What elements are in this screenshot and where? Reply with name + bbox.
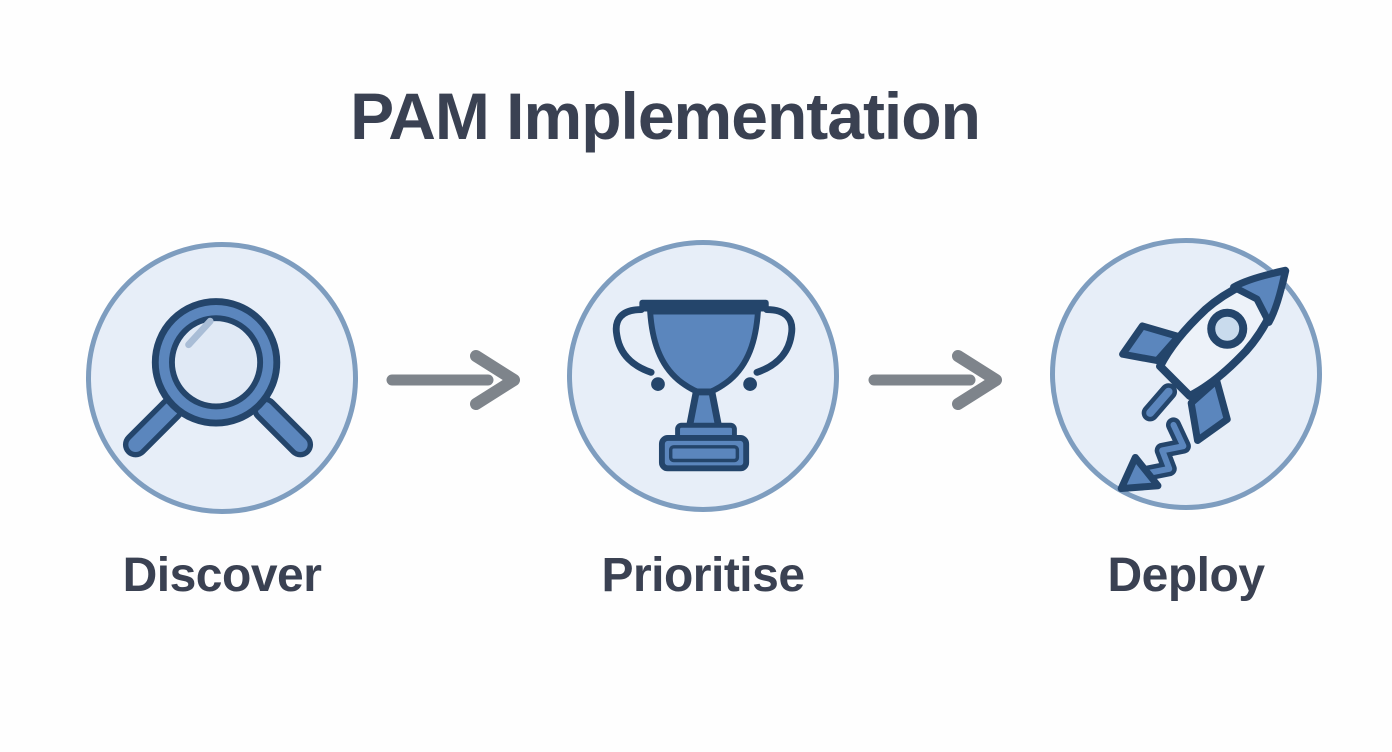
rocket-fin-right [1187, 376, 1231, 444]
rocket-exhaust-arrow [1117, 417, 1191, 493]
trophy-base [658, 435, 750, 472]
page-title: PAM Implementation [350, 79, 981, 153]
trophy-icon [612, 299, 796, 472]
magnifier-icon [122, 298, 314, 458]
trophy-rim [639, 299, 769, 312]
flow-arrow-icon [386, 350, 520, 410]
magnifier-glint [185, 317, 214, 349]
trophy-handles [612, 306, 796, 391]
step-circle-prioritise [567, 240, 839, 512]
rocket-window [1207, 308, 1248, 349]
trophy-cup [647, 308, 761, 397]
magnifier-glass [169, 315, 264, 410]
step-circle-discover [86, 242, 358, 514]
flow-arrow-icon [868, 350, 1002, 410]
rocket-nose-cone [1230, 267, 1289, 326]
trophy-base-inset [669, 445, 740, 463]
trophy-stem [685, 388, 723, 431]
step-circle-deploy [1050, 238, 1322, 510]
rocket-icon [1117, 266, 1290, 493]
magnifier-handles [122, 396, 314, 458]
step-label-discover: Discover [122, 549, 322, 602]
step-label-deploy: Deploy [1107, 549, 1265, 602]
rocket-nozzle [1141, 383, 1178, 422]
step-label-prioritise: Prioritise [601, 549, 805, 602]
